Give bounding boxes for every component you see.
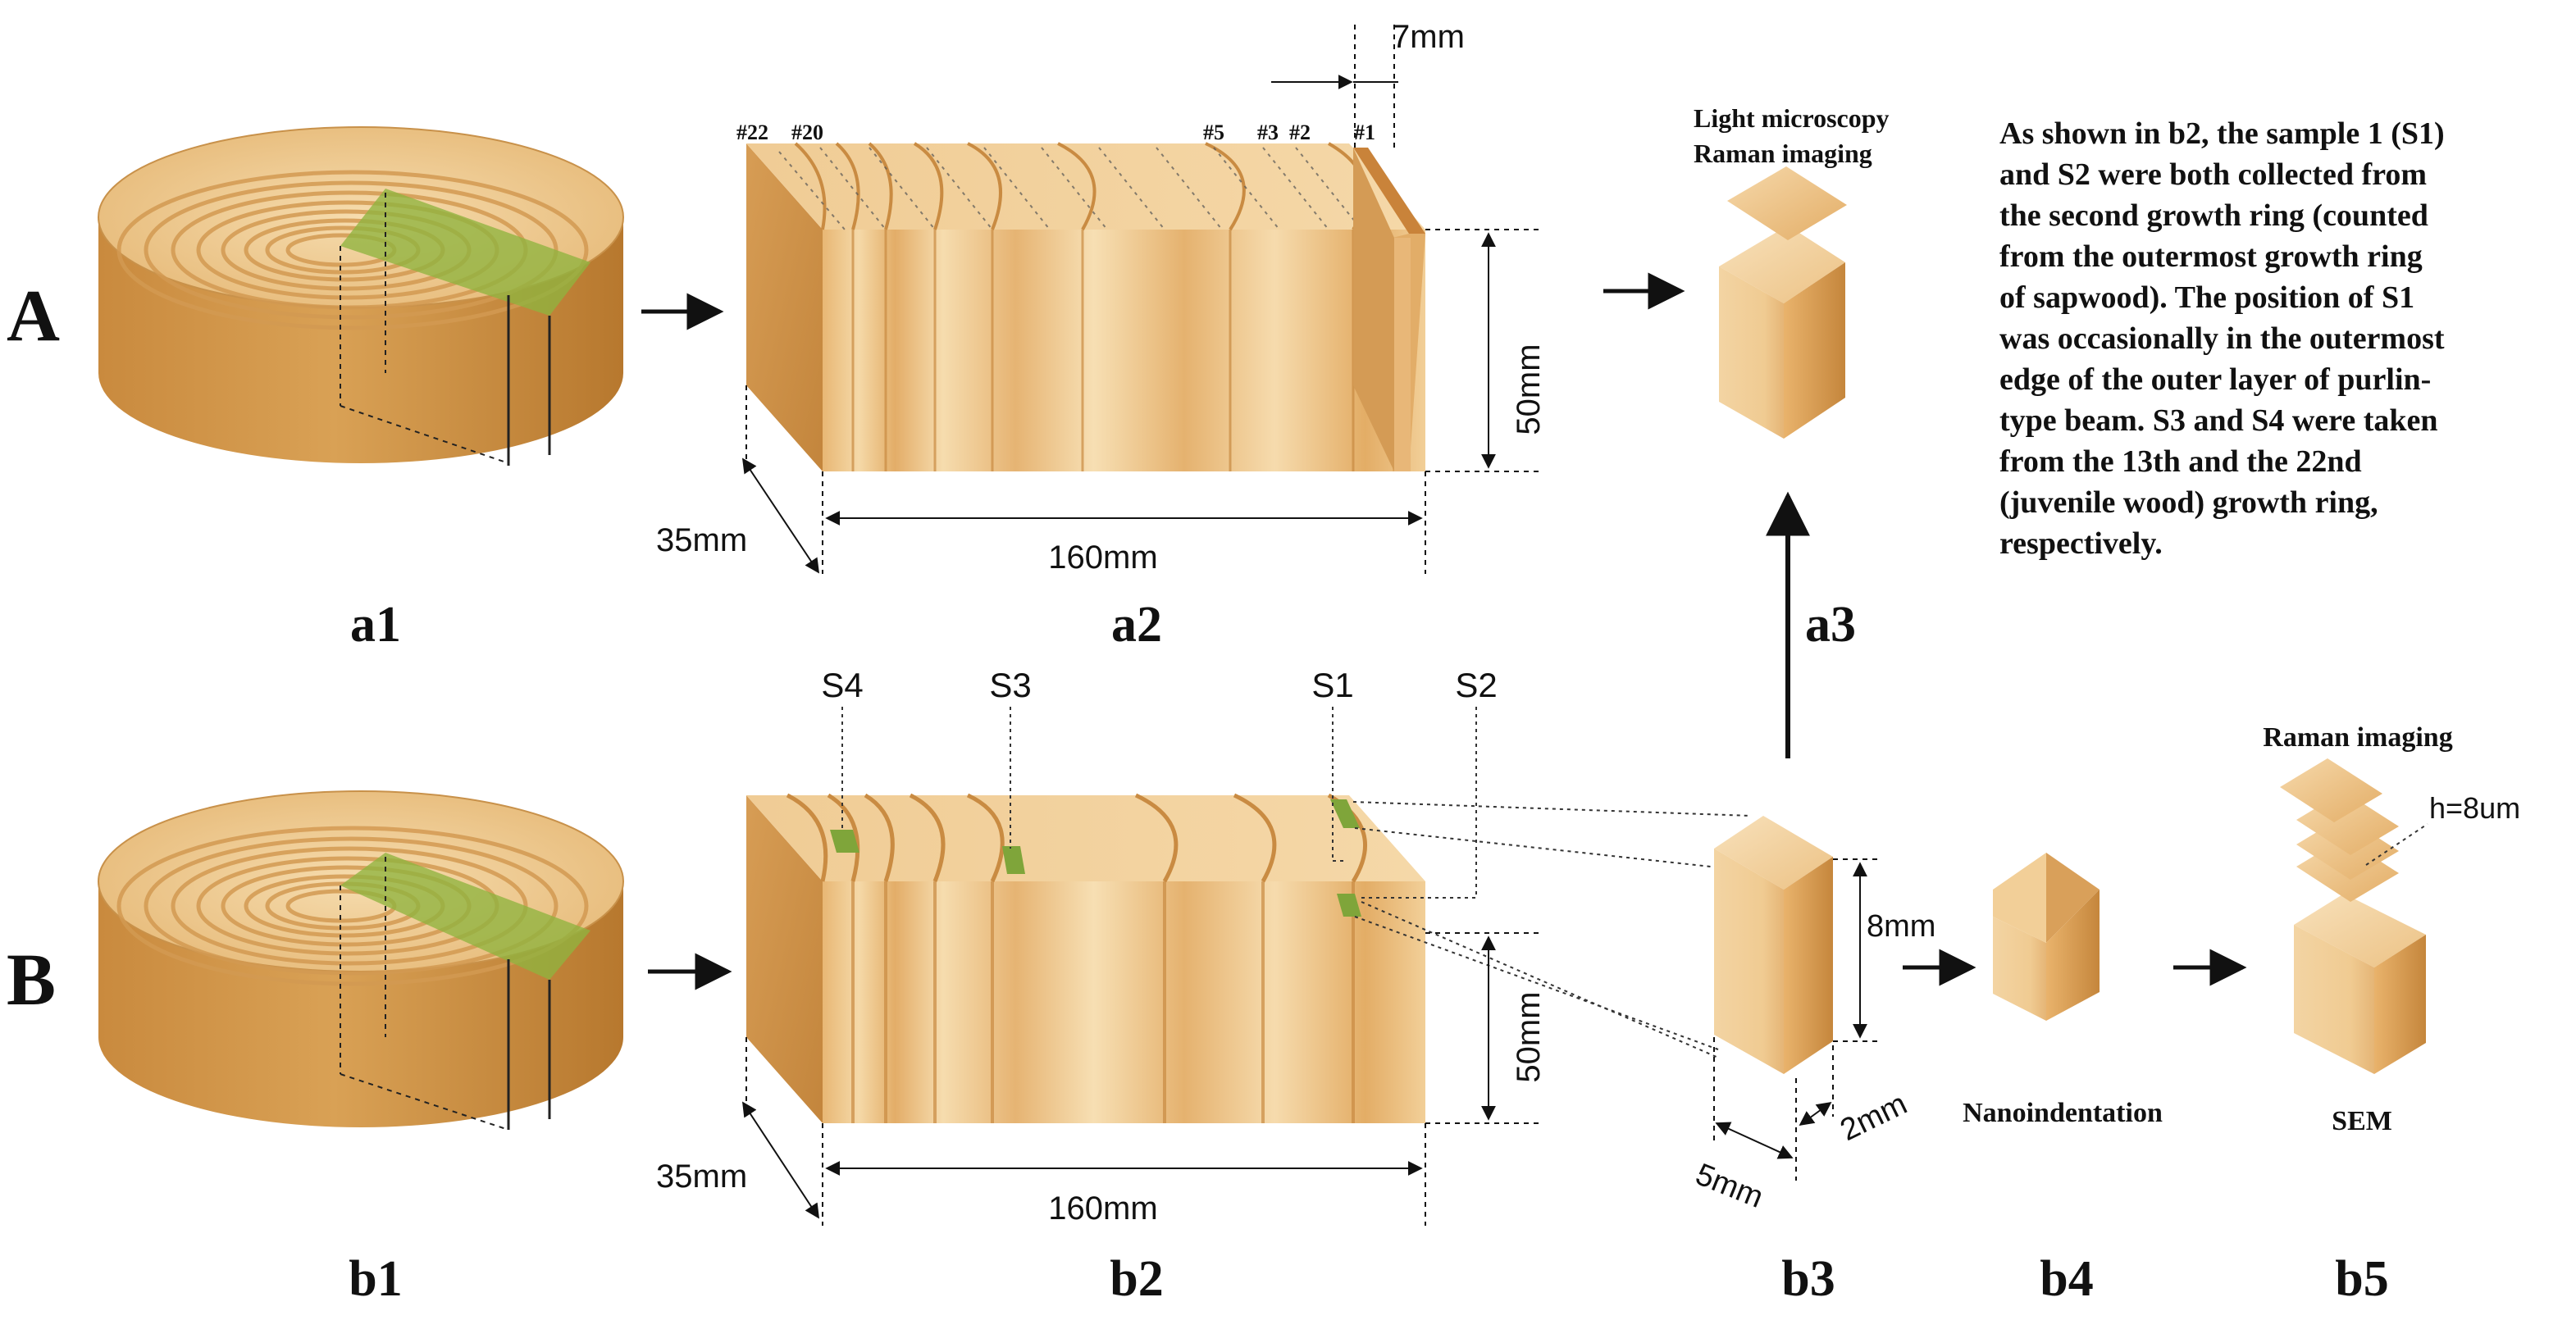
row-label-a: A	[7, 275, 60, 357]
a3-sample-block	[1719, 166, 1847, 439]
b2-sample-label-s2: S2	[1455, 666, 1497, 704]
a2-ring-label-5: #5	[1203, 121, 1224, 144]
a1-log-cylinder	[98, 126, 624, 466]
b2-sample-s4	[830, 830, 859, 853]
panel-label-a2: a2	[1111, 597, 1162, 653]
a2-ring-label-22: #22	[736, 121, 768, 144]
b2-dim-depth: 35mm	[656, 1158, 747, 1195]
b2-sample-s2	[1337, 894, 1361, 917]
b2-dim-length: 160mm	[1048, 1190, 1157, 1227]
description-line: the second growth ring (counted	[1999, 198, 2428, 233]
row-label-b: B	[7, 940, 56, 1021]
b5-slice	[2280, 758, 2382, 822]
a2-dim-length: 160mm	[1048, 539, 1157, 576]
b5-sample-block	[2280, 758, 2426, 1074]
b4-method: Nanoindentation	[1963, 1098, 2163, 1128]
panel-label-a1: a1	[350, 597, 401, 653]
panel-label-b5: b5	[2335, 1251, 2388, 1307]
panel-label-b1: b1	[349, 1251, 402, 1307]
a3-method-line2: Raman imaging	[1694, 139, 1872, 168]
b4-sample-block	[1993, 853, 2100, 1021]
description-line: was occasionally in the outermost	[1999, 321, 2445, 356]
b5-h: h=8um	[2429, 791, 2520, 825]
a2-ring-label-2: #2	[1289, 121, 1311, 144]
b5-raman: Raman imaging	[2263, 722, 2452, 753]
a2-slice-1-top	[1353, 148, 1425, 234]
a2-ring-label-20: #20	[791, 121, 823, 144]
description-line: and S2 were both collected from	[1999, 157, 2427, 192]
a2-ring-label-1: #1	[1354, 121, 1375, 144]
panel-label-a3: a3	[1805, 597, 1856, 653]
b2-sample-label-s4: S4	[821, 666, 863, 704]
panel-label-b4: b4	[2040, 1251, 2093, 1307]
a2-dim-height: 50mm	[1511, 344, 1547, 435]
description-line: from the 13th and the 22nd	[1999, 444, 2362, 479]
b1-sample-sector	[340, 853, 590, 980]
b5-sem: SEM	[2332, 1106, 2392, 1136]
b3-dim-depth: 2mm	[1835, 1086, 1913, 1148]
b2-sample-s3	[1002, 846, 1025, 874]
a2-board	[746, 142, 1425, 471]
a2-ring-label-3: #3	[1257, 121, 1279, 144]
panel-label-b2: b2	[1110, 1251, 1163, 1307]
a3-slice	[1727, 166, 1847, 240]
b1-log-cylinder	[98, 790, 624, 1131]
b3-sample-block	[1714, 816, 1833, 1074]
a2-dim-thickness: 7mm	[1392, 19, 1465, 55]
description-line: As shown in b2, the sample 1 (S1)	[1999, 116, 2445, 151]
b2-board	[746, 793, 1425, 1123]
description-line: of sapwood). The position of S1	[1999, 280, 2414, 315]
a3-method-line1: Light microscopy	[1694, 103, 1890, 133]
b2-sample-label-s1: S1	[1311, 666, 1353, 704]
description-line: from the outermost growth ring	[1999, 239, 2423, 274]
panel-label-b3: b3	[1781, 1251, 1835, 1307]
b3-dim-height: 8mm	[1867, 909, 1935, 944]
b2-sample-s1	[1330, 799, 1360, 828]
b2-dim-height: 50mm	[1511, 991, 1547, 1082]
b2-sample-label-s3: S3	[989, 666, 1031, 704]
b3-dim-width: 5mm	[1691, 1157, 1768, 1215]
description-paragraph: As shown in b2, the sample 1 (S1) and S2…	[1999, 116, 2445, 561]
description-line: type beam. S3 and S4 were taken	[1999, 403, 2438, 438]
description-line: respectively.	[1999, 526, 2163, 561]
a1-sample-sector	[340, 189, 590, 316]
a2-dim-depth: 35mm	[656, 522, 747, 558]
description-line: edge of the outer layer of purlin-	[1999, 362, 2431, 397]
description-line: (juvenile wood) growth ring,	[1999, 485, 2378, 520]
